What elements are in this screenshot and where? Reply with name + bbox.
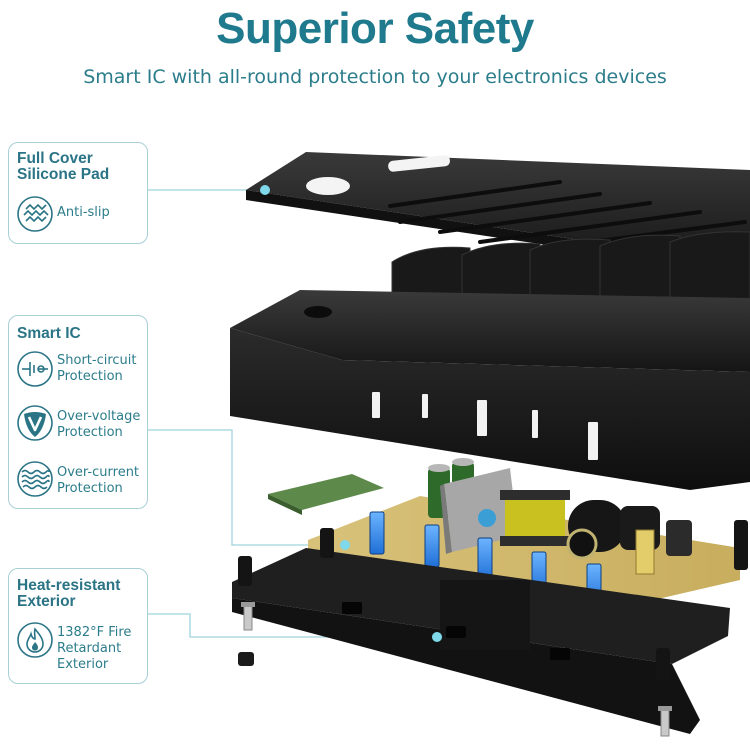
short-circuit-icon: [17, 351, 53, 387]
usb-port: [369, 511, 385, 555]
card-heading: Smart IC: [17, 325, 81, 342]
usb-port: [424, 524, 440, 568]
pad-slot: [388, 155, 450, 172]
outlet-slot: [422, 394, 428, 418]
screws: [238, 602, 672, 737]
over-voltage-icon: [17, 405, 53, 441]
charger-housing: [230, 231, 750, 490]
outlet-slot: [588, 422, 598, 460]
feature-text: Short-circuit Protection: [57, 353, 137, 384]
callout-lines: [148, 189, 436, 638]
card-heading: Full Cover Silicone Pad: [17, 150, 110, 183]
feature-text: 1382°F Fire Retardant Exterior: [57, 625, 132, 672]
pad-hole: [306, 177, 350, 195]
page-subtitle: Smart IC with all-round protection to yo…: [83, 66, 667, 88]
small-pcb: [268, 474, 384, 515]
callout-line-heat: [148, 613, 436, 638]
feature-card-silicone-pad: Full Cover Silicone Pad Anti-slip: [8, 142, 148, 244]
callout-line-ic: [148, 429, 338, 546]
base-callout-dot: [432, 632, 442, 642]
feature-text: Over-voltage Protection: [57, 409, 141, 440]
pcb-callout-dot: [340, 540, 350, 550]
page-title: Superior Safety: [216, 4, 534, 53]
outlet-slot: [532, 410, 538, 438]
outlet-slot: [372, 392, 380, 418]
outlet-slot: [477, 400, 487, 436]
pcb-led-dot: [478, 509, 496, 527]
feature-card-smart-ic: Smart IC Short-circuit Protection Over-v…: [8, 315, 148, 509]
anti-slip-icon: [17, 196, 53, 232]
feature-card-heat-resistant: Heat-resistant Exterior 1382°F Fire Reta…: [8, 568, 148, 684]
pad-callout-dot: [260, 185, 270, 195]
feature-text: Over-current Protection: [57, 465, 140, 496]
over-current-icon: [17, 461, 53, 497]
fire-retardant-icon: [17, 622, 53, 658]
base-tray: [232, 520, 748, 734]
feature-text: Anti-slip: [57, 205, 110, 220]
card-heading: Heat-resistant Exterior: [17, 577, 121, 610]
